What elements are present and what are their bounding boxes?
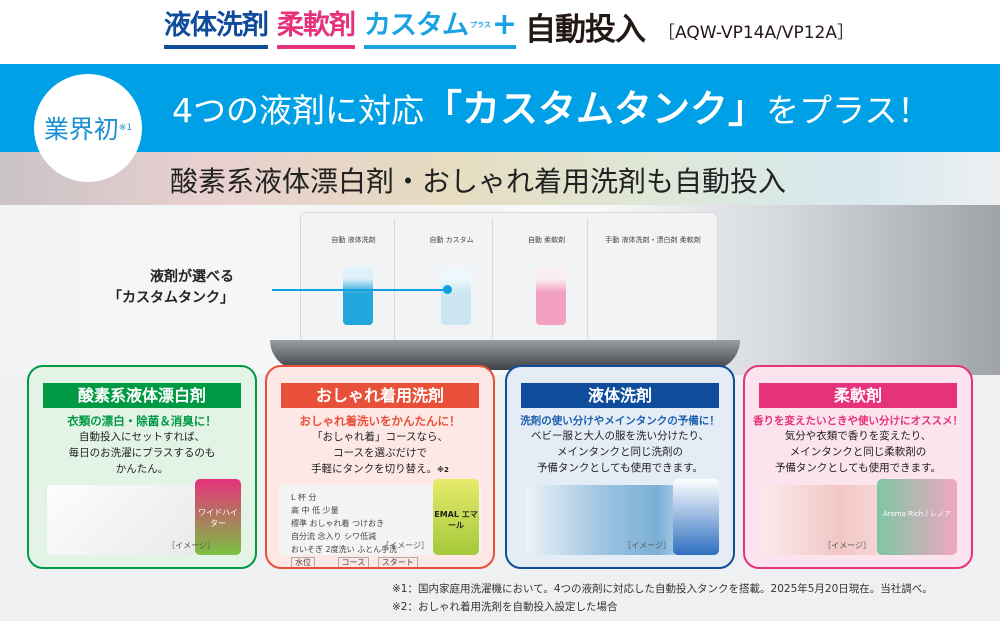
pack-label: ワイドハイター (198, 508, 238, 528)
panel-text: 高 中 低 少量 (291, 506, 339, 515)
title-custom-text: カスタム (364, 10, 469, 41)
card-lead: 衣類の漂白・除菌＆消臭に！ (67, 414, 217, 428)
title-bar: 液体洗剤 柔軟剤 カスタムプラス+ 自動投入 ［AQW-VP14A/VP12A］ (0, 0, 1000, 64)
card-title: 柔軟剤 (759, 383, 957, 408)
bleach-pack-image: ワイドハイター (195, 479, 241, 555)
image-tag: ［イメージ］ (823, 541, 871, 550)
card-body: 気分や衣類で香りを変えたり、 メインタンクと同じ柔軟剤の 予備タンクとしても使用… (774, 430, 942, 474)
course-button: コース (337, 557, 370, 567)
slot-label: 手動 液体洗剤・漂白剤 柔軟剤 (605, 236, 701, 244)
footnote-1: ※1：国内家庭用洗濯機において。4つの液剤に対応した自動投入タンクを搭載。202… (392, 583, 933, 595)
detergent-drawer: 自動 液体洗剤 自動 カスタム 自動 柔軟剤 手動 液体洗剤・漂白剤 柔軟剤 (300, 212, 718, 347)
callout-dot (443, 285, 452, 294)
footnote-2: ※2：おしゃれ着用洗剤を自動投入設定した場合 (392, 601, 618, 613)
title-custom: カスタムプラス+ (364, 7, 517, 49)
card-body-text: 「おしゃれ着」コースなら、 コースを選ぶだけで 手軽にタンクを切り替え。 (311, 431, 448, 475)
custom-tank-callout: 液剤が選べる「カスタムタンク」 (108, 267, 234, 309)
slot-label: 自動 柔軟剤 (527, 236, 566, 244)
title-liquid-detergent: 液体洗剤 (164, 9, 269, 49)
slot-manual: 手動 液体洗剤・漂白剤 柔軟剤 (593, 219, 713, 343)
headline-post: をプラス！ (766, 91, 931, 130)
tank-custom (441, 267, 471, 325)
industry-first-badge: 業界初※1 (34, 74, 142, 182)
headline-band (0, 64, 1000, 152)
callout-line2: 「カスタムタンク」 (108, 290, 234, 306)
tank-pink (536, 267, 566, 325)
badge-text: 業界初 (43, 115, 119, 144)
plus-icon: + (491, 7, 517, 42)
title-row: 液体洗剤 柔軟剤 カスタムプラス+ 自動投入 ［AQW-VP14A/VP12A］ (164, 8, 854, 49)
tank-blue (343, 267, 373, 325)
slot-label: 自動 カスタム (429, 236, 474, 244)
softener-packs-image: Aroma Rich / レノア (877, 479, 957, 555)
model-number: ［AQW-VP14A/VP12A］ (658, 23, 854, 43)
headline: 4つの液剤に対応「カスタムタンク」をプラス！ (172, 78, 930, 133)
callout-line (272, 289, 448, 291)
detergent-pack-image (673, 479, 719, 555)
card-body: 「おしゃれ着」コースなら、 コースを選ぶだけで 手軽にタンクを切り替え。※2 (267, 429, 493, 478)
card-softener: 柔軟剤 香りを変えたいときや使い分けにオススメ！ 気分や衣類で香りを変えたり、 … (743, 365, 973, 569)
panel-text: おいそぎ 2度洗い ふとん手洗 (291, 545, 398, 554)
panel-text: 標準 おしゃれ着 つけおき (291, 519, 385, 528)
card-lead: 香りを変えたいときや使い分けにオススメ！ (753, 415, 963, 427)
headline-pre: 4つの液剤に対応 (172, 91, 424, 130)
card-title: 液体洗剤 (521, 383, 719, 408)
headline-bold: 「カスタムタンク」 (424, 87, 767, 131)
pack-label: EMAL エマール (434, 510, 478, 530)
card-body: ベビー服と大人の服を洗い分けたり、 メインタンクと同じ洗剤の 予備タンクとしても… (530, 430, 710, 474)
title-softener: 柔軟剤 (277, 9, 356, 49)
subheadline-band (0, 152, 1000, 205)
card-title: おしゃれ着用洗剤 (281, 383, 479, 408)
callout-line1: 液剤が選べる (150, 269, 234, 285)
slot-softener: 自動 柔軟剤 (506, 219, 588, 343)
water-level-button: 水位 (291, 557, 315, 567)
card-oxygen-bleach: 酸素系液体漂白剤 衣類の漂白・除菌＆消臭に！ 自動投入にセットすれば、 毎日のお… (27, 365, 257, 569)
emal-pack-image: EMAL エマール (433, 479, 479, 555)
subheadline: 酸素系液体漂白剤・おしゃれ着用洗剤も自動投入 (170, 165, 787, 198)
start-button: スタート (377, 557, 418, 567)
card-lead: 洗剤の使い分けやメインタンクの予備に！ (520, 415, 720, 427)
panel-text: 自分流 念入り シワ低減 (291, 532, 377, 541)
pack-label: Aroma Rich / レノア (882, 510, 952, 518)
badge-note: ※1 (118, 123, 133, 133)
image-tag: ［イメージ］ (381, 541, 429, 550)
card-body: 自動投入にセットすれば、 毎日のお洗濯にプラスするのも かんたん。 (68, 431, 216, 475)
footnotes: ※1：国内家庭用洗濯機において。4つの液剤に対応した自動投入タンクを搭載。202… (392, 580, 933, 616)
card-lead: おしゃれ着洗いをかんたんに！ (299, 414, 461, 428)
image-tag: ［イメージ］ (623, 541, 671, 550)
slot-label: 自動 液体洗剤 (331, 236, 376, 244)
card-fashion-detergent: おしゃれ着用洗剤 おしゃれ着洗いをかんたんに！ 「おしゃれ着」コースなら、 コー… (265, 365, 495, 569)
slot-liquid-detergent: 自動 液体洗剤 (313, 219, 395, 343)
slot-custom: 自動 カスタム (411, 219, 493, 343)
panel-text: L 杯 分 (291, 493, 317, 502)
card-title: 酸素系液体漂白剤 (43, 383, 241, 408)
plus-ruby: プラス (470, 21, 491, 29)
title-auto-dosing: 自動投入 (525, 12, 646, 48)
card-note: ※2 (437, 466, 449, 474)
image-tag: ［イメージ］ (167, 541, 215, 550)
card-liquid-detergent: 液体洗剤 洗剤の使い分けやメインタンクの予備に！ ベビー服と大人の服を洗い分けた… (505, 365, 735, 569)
